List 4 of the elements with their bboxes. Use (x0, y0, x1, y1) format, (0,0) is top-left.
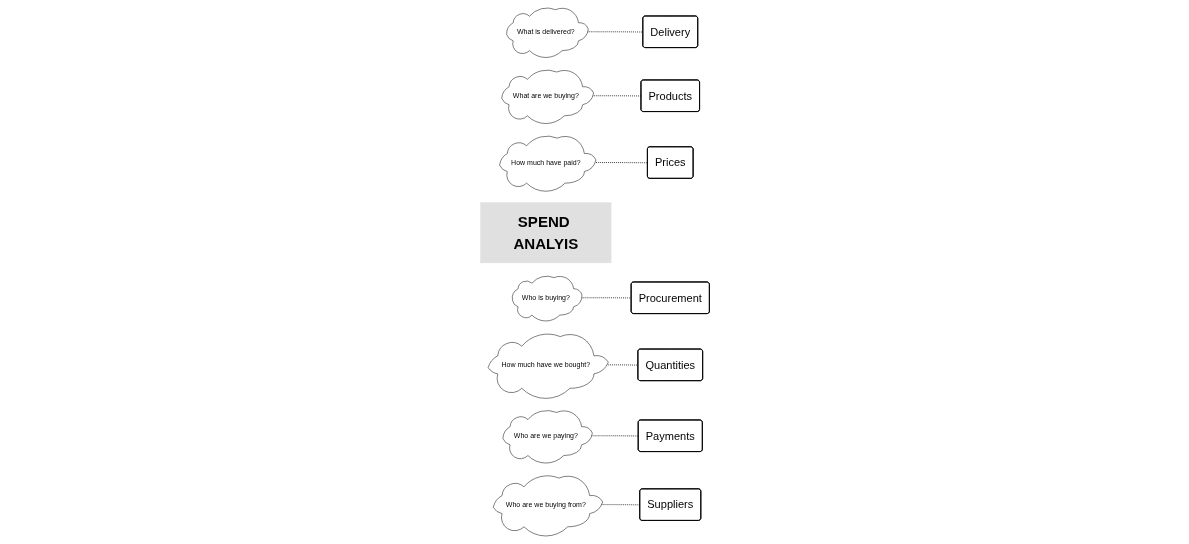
node-box: SPEND ANALYIS (479, 202, 611, 264)
connector (585, 31, 643, 33)
connector (599, 504, 640, 506)
connector (589, 435, 639, 437)
